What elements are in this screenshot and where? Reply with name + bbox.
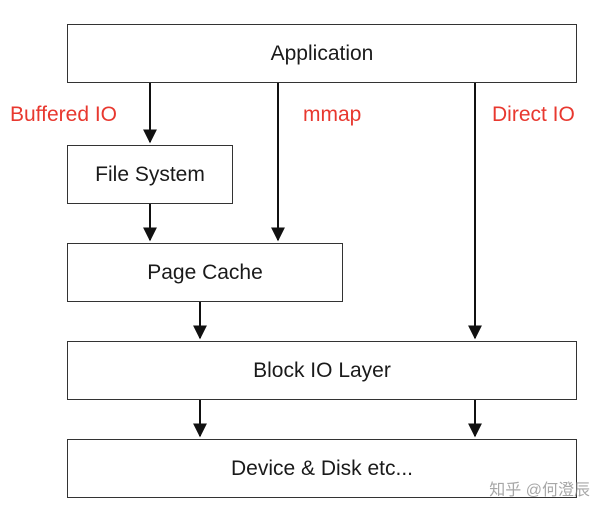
- block-io-layer-box: Block IO Layer: [67, 341, 577, 400]
- file-system-label: File System: [95, 162, 205, 186]
- device-disk-box: Device & Disk etc...: [67, 439, 577, 498]
- device-disk-label: Device & Disk etc...: [230, 456, 414, 480]
- page-cache-box: Page Cache: [67, 243, 343, 302]
- application-box: Application: [67, 24, 577, 83]
- mmap-label: mmap: [303, 103, 362, 126]
- block-io-layer-label: Block IO Layer: [253, 358, 391, 382]
- application-label: Application: [270, 41, 374, 65]
- page-cache-label: Page Cache: [147, 260, 263, 284]
- watermark-text: 知乎 @何澄辰: [489, 482, 590, 499]
- direct-io-label: Direct IO: [492, 103, 575, 126]
- buffered-io-label: Buffered IO: [10, 103, 118, 126]
- file-system-box: File System: [67, 145, 233, 204]
